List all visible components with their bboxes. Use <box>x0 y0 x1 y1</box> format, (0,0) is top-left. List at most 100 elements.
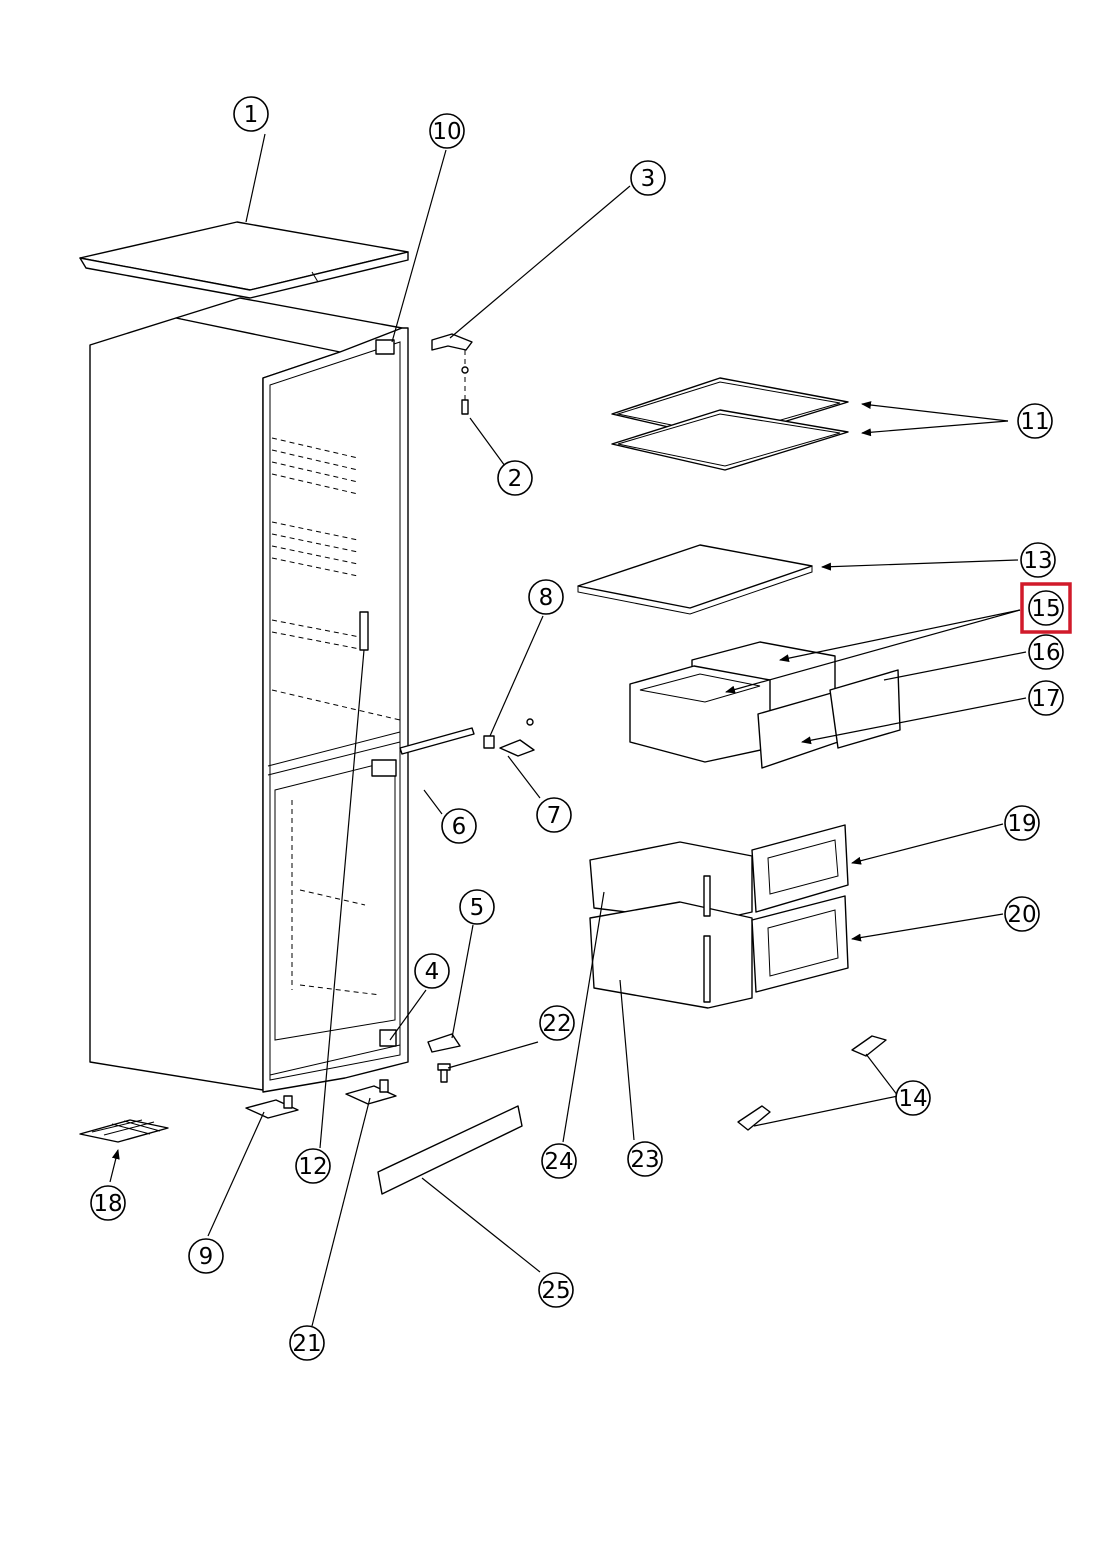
leader-20 <box>851 913 1004 942</box>
crisper-front-part-16 <box>829 669 901 749</box>
leader-22 <box>447 1041 539 1069</box>
callout-label: 22 <box>542 1011 571 1037</box>
hinge-part-3 <box>431 333 473 415</box>
callout-4: 4 <box>414 953 450 989</box>
callout-label: 7 <box>547 803 562 829</box>
callout-circle <box>1004 805 1040 841</box>
callout-circle <box>459 889 495 925</box>
callout-label: 17 <box>1031 686 1060 712</box>
leader-13 <box>821 559 1019 571</box>
leader-15b <box>725 609 1021 694</box>
leader-3 <box>449 185 631 339</box>
handle-parts-14 <box>737 1035 887 1131</box>
callout-label: 6 <box>452 814 467 840</box>
screw-part-22 <box>437 1063 451 1083</box>
callout-11: 11 <box>1017 403 1053 439</box>
callout-12: 12 <box>295 1148 331 1184</box>
wire-shelves-part-11 <box>611 377 849 471</box>
callout-circle <box>90 1185 126 1221</box>
leader-10 <box>391 149 447 343</box>
callout-label: 21 <box>292 1331 321 1357</box>
callout-15: 15 <box>1028 590 1064 626</box>
callout-label: 23 <box>630 1147 659 1173</box>
callout-circle <box>538 1272 574 1308</box>
top-cover-part <box>79 221 409 299</box>
callout-circle <box>541 1143 577 1179</box>
callout-label: 16 <box>1031 640 1060 666</box>
leader-19 <box>851 823 1004 865</box>
callout-6: 6 <box>441 808 477 844</box>
callout-label: 3 <box>641 166 656 192</box>
callout-label: 15 <box>1031 596 1060 622</box>
callout-circle <box>1004 896 1040 932</box>
hinge-part-9 <box>245 1095 299 1119</box>
leader-25 <box>421 1177 541 1273</box>
leader-12 <box>319 649 365 1149</box>
callout-10: 10 <box>429 113 465 149</box>
leader-15a <box>779 609 1021 663</box>
callout-circle <box>1028 634 1064 670</box>
callout-13: 13 <box>1020 542 1056 578</box>
callout-label: 8 <box>539 585 554 611</box>
leader-24 <box>562 891 605 1143</box>
callout-25: 25 <box>538 1272 574 1308</box>
callout-3: 3 <box>630 160 666 196</box>
callout-label: 25 <box>541 1278 570 1304</box>
ice-tray-part-18 <box>79 1119 169 1143</box>
callout-circle <box>1028 590 1064 626</box>
leader-14b <box>753 1095 899 1127</box>
callout-circle <box>289 1325 325 1361</box>
callout-label: 14 <box>898 1086 927 1112</box>
callout-20: 20 <box>1004 896 1040 932</box>
hinge-part-21 <box>345 1079 397 1105</box>
leader-11a <box>861 401 1009 422</box>
callout-18: 18 <box>90 1185 126 1221</box>
callout-circle <box>1020 542 1056 578</box>
bracket-part-8 <box>483 735 495 749</box>
callout-label: 11 <box>1020 409 1049 435</box>
callout-circle <box>528 579 564 615</box>
leader-1 <box>245 133 266 223</box>
callout-circle <box>295 1148 331 1184</box>
callout-label: 19 <box>1007 811 1036 837</box>
kick-plate-part-25 <box>377 1105 523 1195</box>
glass-shelf-part-13 <box>577 544 813 615</box>
callout-circle <box>233 96 269 132</box>
callout-14: 14 <box>895 1080 931 1116</box>
leader-6 <box>423 789 443 815</box>
leader-5 <box>451 924 474 1039</box>
callout-7: 7 <box>536 797 572 833</box>
leader-4 <box>389 989 427 1041</box>
callout-label: 4 <box>425 959 440 985</box>
callout-17: 17 <box>1028 680 1064 716</box>
leader-lines <box>109 133 1027 1327</box>
leader-21 <box>311 1097 371 1327</box>
callout-circle <box>539 1005 575 1041</box>
leader-23 <box>619 979 635 1141</box>
callout-24: 24 <box>541 1143 577 1179</box>
callout-19: 19 <box>1004 805 1040 841</box>
callout-9: 9 <box>188 1238 224 1274</box>
callout-22: 22 <box>539 1005 575 1041</box>
bracket-part-5 <box>427 1033 461 1053</box>
callout-circle <box>536 797 572 833</box>
leader-17 <box>801 697 1027 745</box>
callout-label: 13 <box>1023 548 1052 574</box>
callout-label: 12 <box>298 1154 327 1180</box>
callout-circle <box>441 808 477 844</box>
leader-2 <box>469 417 506 467</box>
callout-label: 1 <box>244 102 259 128</box>
callout-circle <box>414 953 450 989</box>
leader-9 <box>207 1111 265 1237</box>
callout-23: 23 <box>627 1141 663 1177</box>
callout-label: 24 <box>544 1149 573 1175</box>
callout-16: 16 <box>1028 634 1064 670</box>
leader-18 <box>109 1149 120 1183</box>
callout-label: 20 <box>1007 902 1036 928</box>
callout-circle <box>1028 680 1064 716</box>
callout-circle <box>1017 403 1053 439</box>
callout-8: 8 <box>528 579 564 615</box>
callout-2: 2 <box>497 460 533 496</box>
callout-circle <box>188 1238 224 1274</box>
